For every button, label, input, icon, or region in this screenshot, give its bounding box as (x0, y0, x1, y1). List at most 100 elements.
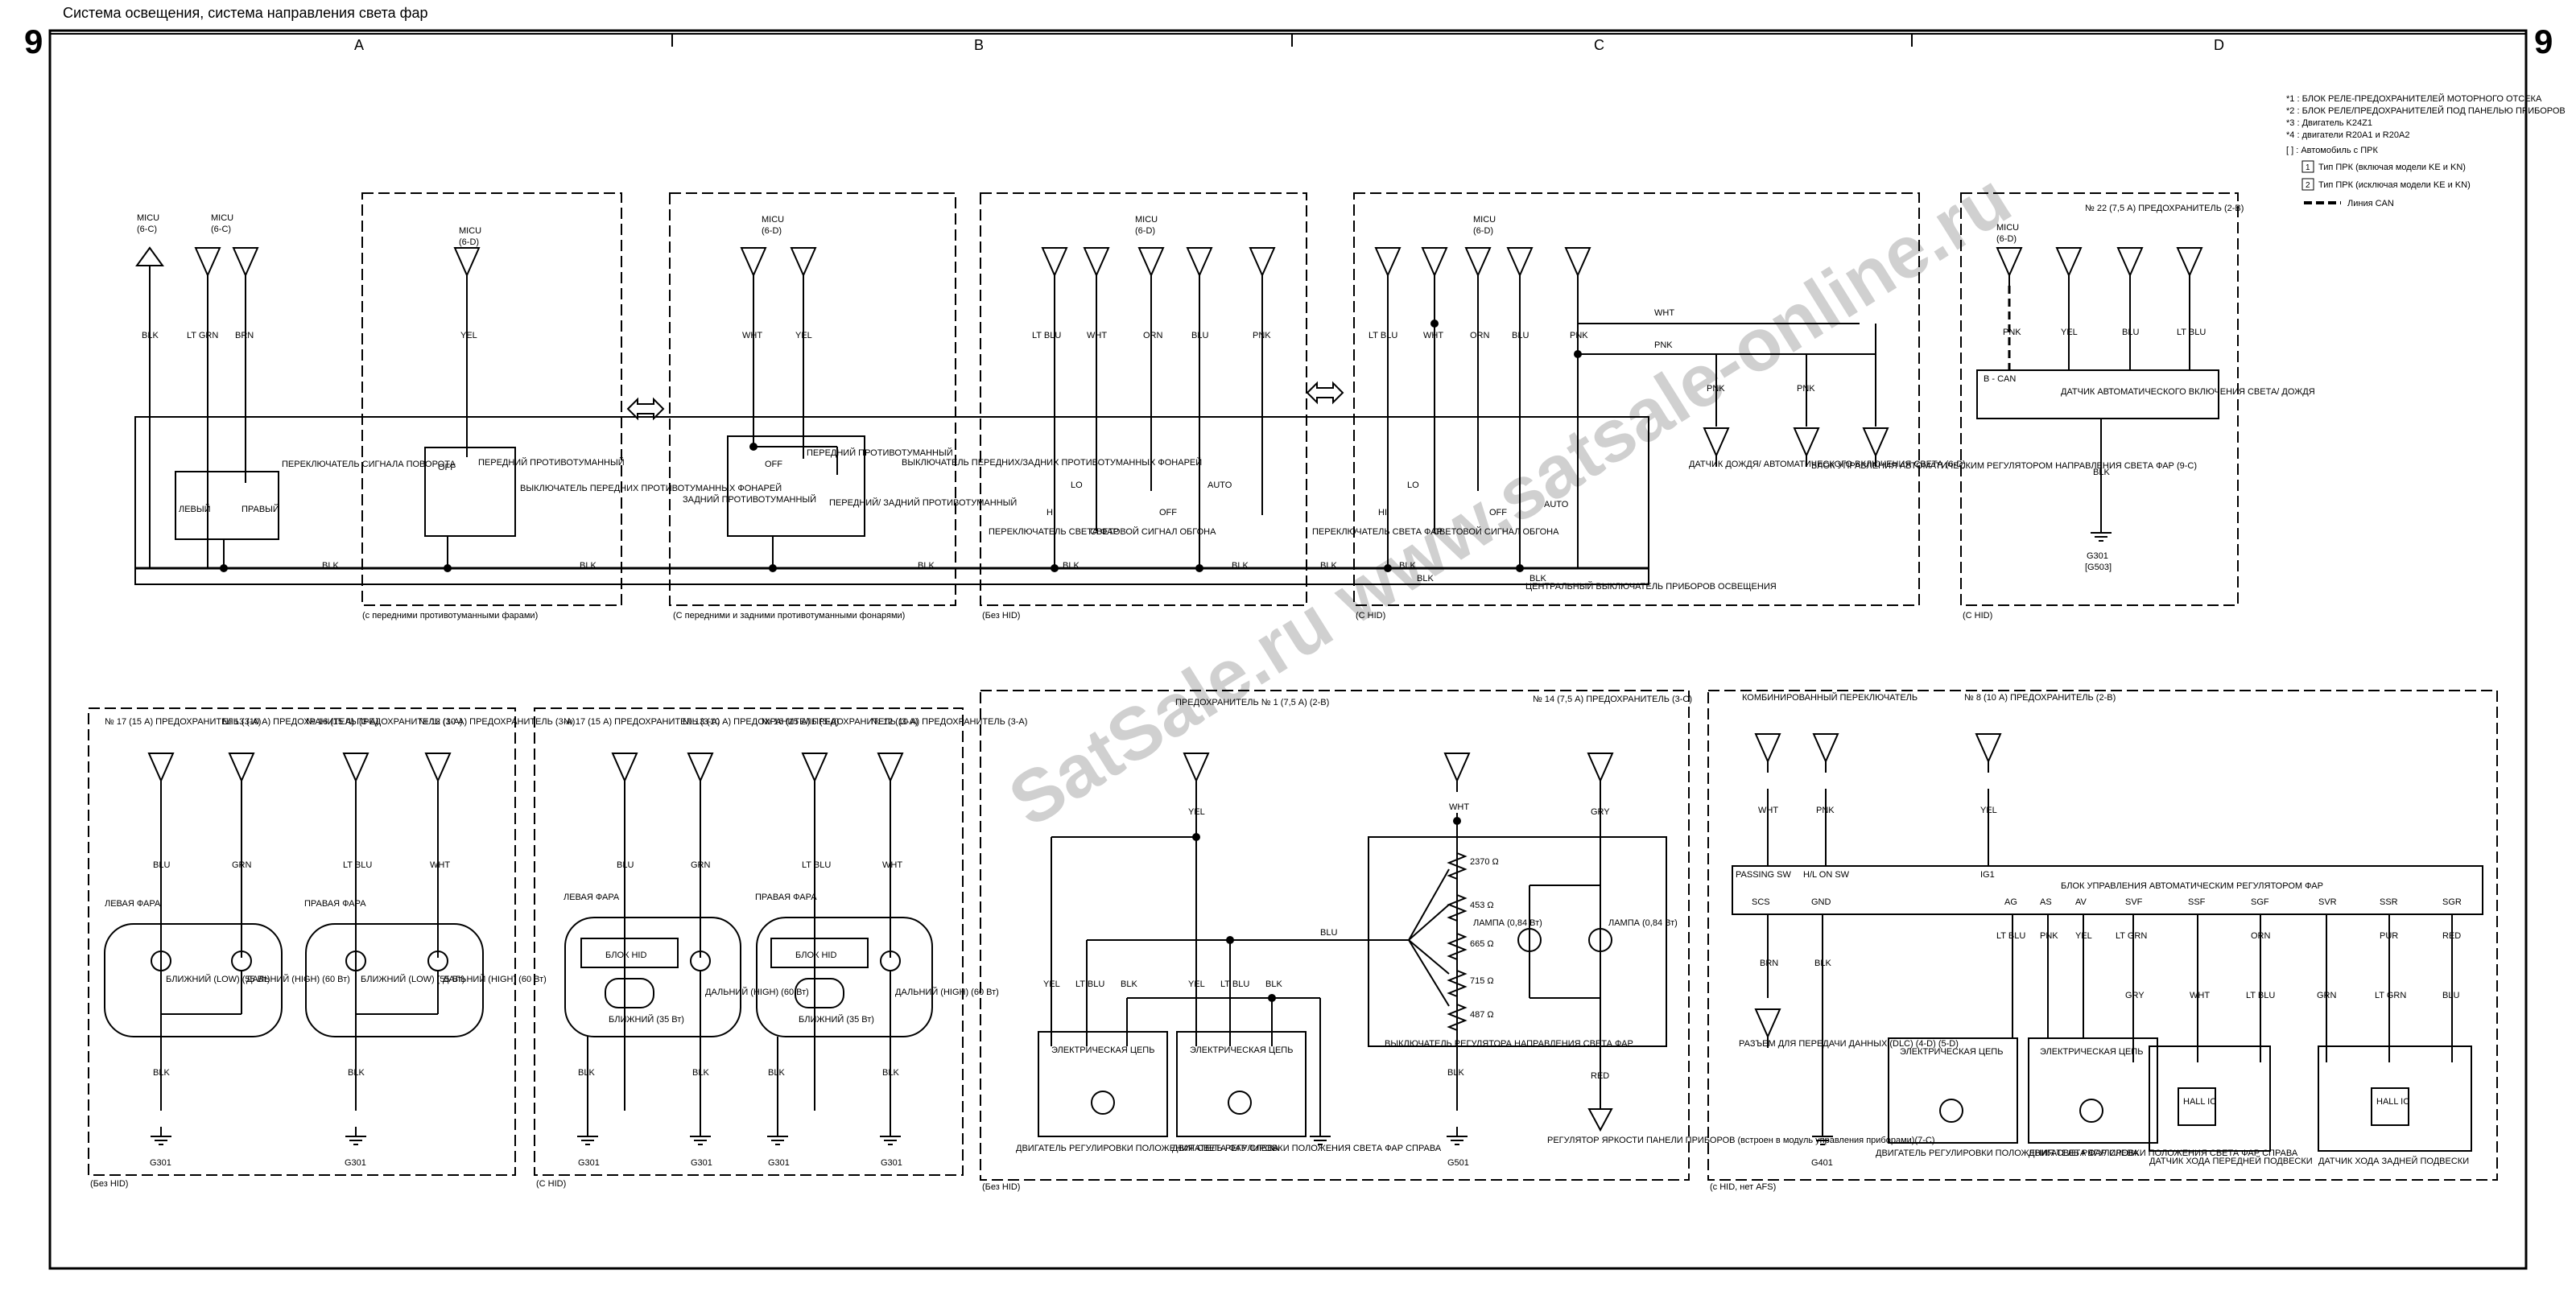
fuse17-label-2: № 17 (15 А) ПРЕДОХРАНИТЕЛЬ (3-A) (564, 717, 720, 727)
svg-text:665 Ω: 665 Ω (1470, 939, 1494, 949)
notes: *1 : БЛОК РЕЛЕ-ПРЕДОХРАНИТЕЛЕЙ МОТОРНОГО… (2286, 93, 2566, 208)
svg-text:BLK: BLK (1232, 561, 1249, 571)
rain-sensor-label: ДАТЧИК ДОЖДЯ/ АВТОМАТИЧЕСКОГО ВКЛЮЧЕНИЯ … (1689, 460, 1966, 469)
svg-text:BLU: BLU (1191, 331, 1208, 340)
leveling-switch-label: ВЫКЛЮЧАТЕЛЬ РЕГУЛЯТОРА НАПРАВЛЕНИЯ СВЕТА… (1385, 1039, 1633, 1049)
fuse13-label-2: № 13 (10 А) ПРЕДОХРАНИТЕЛЬ (3-A) (683, 717, 839, 727)
svg-text:ЛЕВАЯ ФАРА: ЛЕВАЯ ФАРА (564, 893, 620, 902)
legend-type2: Тип ПРК (исключая модели KE и KN) (2318, 180, 2471, 190)
svg-text:AUTO: AUTO (1544, 500, 1569, 509)
svg-text:ORN: ORN (1470, 331, 1490, 340)
svg-text:ORN: ORN (1143, 331, 1163, 340)
svg-text:G301: G301 (150, 1158, 171, 1168)
svg-text:BLK: BLK (1417, 574, 1434, 584)
svg-text:LT BLU: LT BLU (1368, 331, 1397, 340)
motor-right-afs-label: ДВИГАТЕЛЬ РЕГУЛИРОВКИ ПОЛОЖЕНИЯ СВЕТА ФА… (2029, 1148, 2298, 1158)
svg-text:G301: G301 (691, 1158, 712, 1168)
svg-text:RED: RED (1591, 1071, 1609, 1081)
svg-text:PNK: PNK (1707, 384, 1725, 394)
page-number-right: 9 (2534, 23, 2553, 60)
motor-left-afs-label: ДВИГАТЕЛЬ РЕГУЛИРОВКИ ПОЛОЖЕНИЯ СВЕТА ФА… (1876, 1148, 2139, 1158)
svg-text:ДАЛЬНИЙ (HIGH) (60 Вт): ДАЛЬНИЙ (HIGH) (60 Вт) (443, 974, 547, 984)
motor-left-label: ДВИГАТЕЛЬ РЕГУЛИРОВКИ ПОЛОЖЕНИЯ СВЕТА ФА… (1016, 1144, 1279, 1153)
svg-text:G501: G501 (1447, 1158, 1469, 1168)
svg-text:ЭЛЕКТРИЧЕСКАЯ ЦЕПЬ: ЭЛЕКТРИЧЕСКАЯ ЦЕПЬ (2040, 1047, 2143, 1057)
svg-text:2: 2 (2306, 181, 2310, 190)
svg-text:G301: G301 (2087, 551, 2108, 561)
note-2: *2 : БЛОК РЕЛЕ/ПРЕДОХРАНИТЕЛЕЙ ПОД ПАНЕЛ… (2286, 105, 2566, 116)
hid-block-right: БЛОК HID (795, 951, 836, 960)
svg-text:BLK: BLK (882, 1068, 899, 1078)
svg-text:WHT: WHT (2190, 991, 2210, 1000)
note-3: *3 : Двигатель K24Z1 (2286, 118, 2372, 128)
svg-text:BLK: BLK (1063, 561, 1080, 571)
svg-text:BLK: BLK (1447, 1068, 1464, 1078)
column-label-c: C (1594, 37, 1604, 53)
fuse8-label: № 8 (10 А) ПРЕДОХРАНИТЕЛЬ (2-B) (1964, 693, 2116, 703)
option-front-rear-fog: (С передними и задними противотуманными … (673, 611, 905, 621)
note-1: *1 : БЛОК РЕЛЕ-ПРЕДОХРАНИТЕЛЕЙ МОТОРНОГО… (2286, 93, 2542, 104)
fuse17-label-1: № 17 (15 А) ПРЕДОХРАНИТЕЛЬ (3-A) (105, 717, 261, 727)
svg-text:(6-D): (6-D) (1473, 226, 1493, 236)
page-title: Система освещения, система направления с… (63, 5, 428, 21)
hl-switch-label-c: ПЕРЕКЛЮЧАТЕЛЬ СВЕТА ФАР (1312, 527, 1443, 537)
micu-label-b1: MICU (762, 215, 784, 225)
svg-text:BLK: BLK (348, 1068, 365, 1078)
combo-switch-label: ЦЕНТРАЛЬНЫЙ ВЫКЛЮЧАТЕЛЬ ПРИБОРОВ ОСВЕЩЕН… (1525, 581, 1777, 592)
svg-text:LO: LO (1407, 480, 1419, 490)
svg-text:WHT: WHT (1654, 308, 1674, 318)
svg-text:PNK: PNK (1570, 331, 1588, 340)
svg-text:SGF: SGF (2251, 897, 2269, 907)
svg-text:BLK: BLK (580, 561, 597, 571)
turn-switch-label: ПЕРЕКЛЮЧАТЕЛЬ СИГНАЛА ПОВОРОТА (282, 460, 456, 469)
fuse14-label: № 14 (7,5 А) ПРЕДОХРАНИТЕЛЬ (3-C) (1533, 695, 1692, 704)
column-label-a: A (354, 37, 364, 53)
svg-text:SSF: SSF (2188, 897, 2206, 907)
circuit-right: ЭЛЕКТРИЧЕСКАЯ ЦЕПЬ (1190, 1045, 1293, 1055)
svg-text:GRN: GRN (232, 860, 252, 870)
svg-text:H/L ON SW: H/L ON SW (1803, 870, 1850, 880)
svg-text:453 Ω: 453 Ω (1470, 901, 1494, 910)
micu-label-a3: MICU (459, 226, 481, 236)
svg-text:PNK: PNK (2040, 931, 2058, 941)
svg-text:YEL: YEL (2061, 328, 2078, 337)
svg-text:GRN: GRN (691, 860, 711, 870)
left-headlight-label: ЛЕВАЯ ФАРА (105, 899, 161, 909)
svg-text:PASSING SW: PASSING SW (1736, 870, 1791, 880)
svg-text:BLK: BLK (142, 331, 159, 340)
svg-text:(Без HID): (Без HID) (982, 1182, 1020, 1192)
svg-text:BLU: BLU (617, 860, 634, 870)
afs-unit-label: БЛОК УПРАВЛЕНИЯ АВТОМАТИЧЕСКИМ РЕГУЛЯТОР… (1811, 461, 2197, 471)
svg-text:YEL: YEL (460, 331, 477, 340)
svg-text:ПЕРЕДНИЙ/ ЗАДНИЙ ПРОТИВОТУМАНН: ПЕРЕДНИЙ/ ЗАДНИЙ ПРОТИВОТУМАННЫЙ (829, 497, 1017, 508)
svg-text:AS: AS (2040, 897, 2052, 907)
fuse12-label-1: № 12 (10 А) ПРЕДОХРАНИТЕЛЬ (3-A) (419, 717, 575, 727)
svg-text:1: 1 (2306, 163, 2310, 172)
svg-text:WHT: WHT (1449, 802, 1469, 812)
combination-switch-housing (134, 416, 1649, 585)
svg-text:LT BLU: LT BLU (343, 860, 372, 870)
svg-text:(Без HID): (Без HID) (90, 1179, 128, 1189)
fuse1-label: ПРЕДОХРАНИТЕЛЬ № 1 (7,5 А) (2-B) (1175, 698, 1329, 707)
svg-text:MICU: MICU (1473, 215, 1496, 225)
svg-text:WHT: WHT (882, 860, 902, 870)
svg-text:OFF: OFF (1159, 508, 1177, 518)
svg-text:HALL IC: HALL IC (2183, 1097, 2216, 1107)
svg-text:(с HID, нет AFS): (с HID, нет AFS) (1710, 1182, 1776, 1192)
legend-can: Линия CAN (2347, 199, 2394, 208)
svg-text:SVR: SVR (2318, 897, 2337, 907)
svg-text:YEL: YEL (2075, 931, 2092, 941)
svg-text:PNK: PNK (1816, 806, 1835, 815)
svg-text:WHT: WHT (1758, 806, 1778, 815)
svg-text:G401: G401 (1811, 1158, 1833, 1168)
fuse16-label-1: № 16 (15 А) ПРЕДОХРАНИТЕЛЬ (3-A) (306, 717, 462, 727)
micu-label-a2: MICU (211, 213, 233, 223)
circuit-left: ЭЛЕКТРИЧЕСКАЯ ЦЕПЬ (1051, 1045, 1154, 1055)
svg-text:ЛЕВЫЙ: ЛЕВЫЙ (179, 504, 211, 514)
combo-switch-label-bottom: КОМБИНИРОВАННЫЙ ПЕРЕКЛЮЧАТЕЛЬ (1742, 692, 1918, 703)
svg-text:BLK: BLK (2093, 468, 2110, 477)
svg-text:(6-D): (6-D) (1996, 234, 2017, 244)
svg-text:LT BLU: LT BLU (1996, 931, 2025, 941)
lamp-left: ЛАМПА (0,84 Вт) (1473, 918, 1542, 928)
svg-text:G301: G301 (578, 1158, 600, 1168)
